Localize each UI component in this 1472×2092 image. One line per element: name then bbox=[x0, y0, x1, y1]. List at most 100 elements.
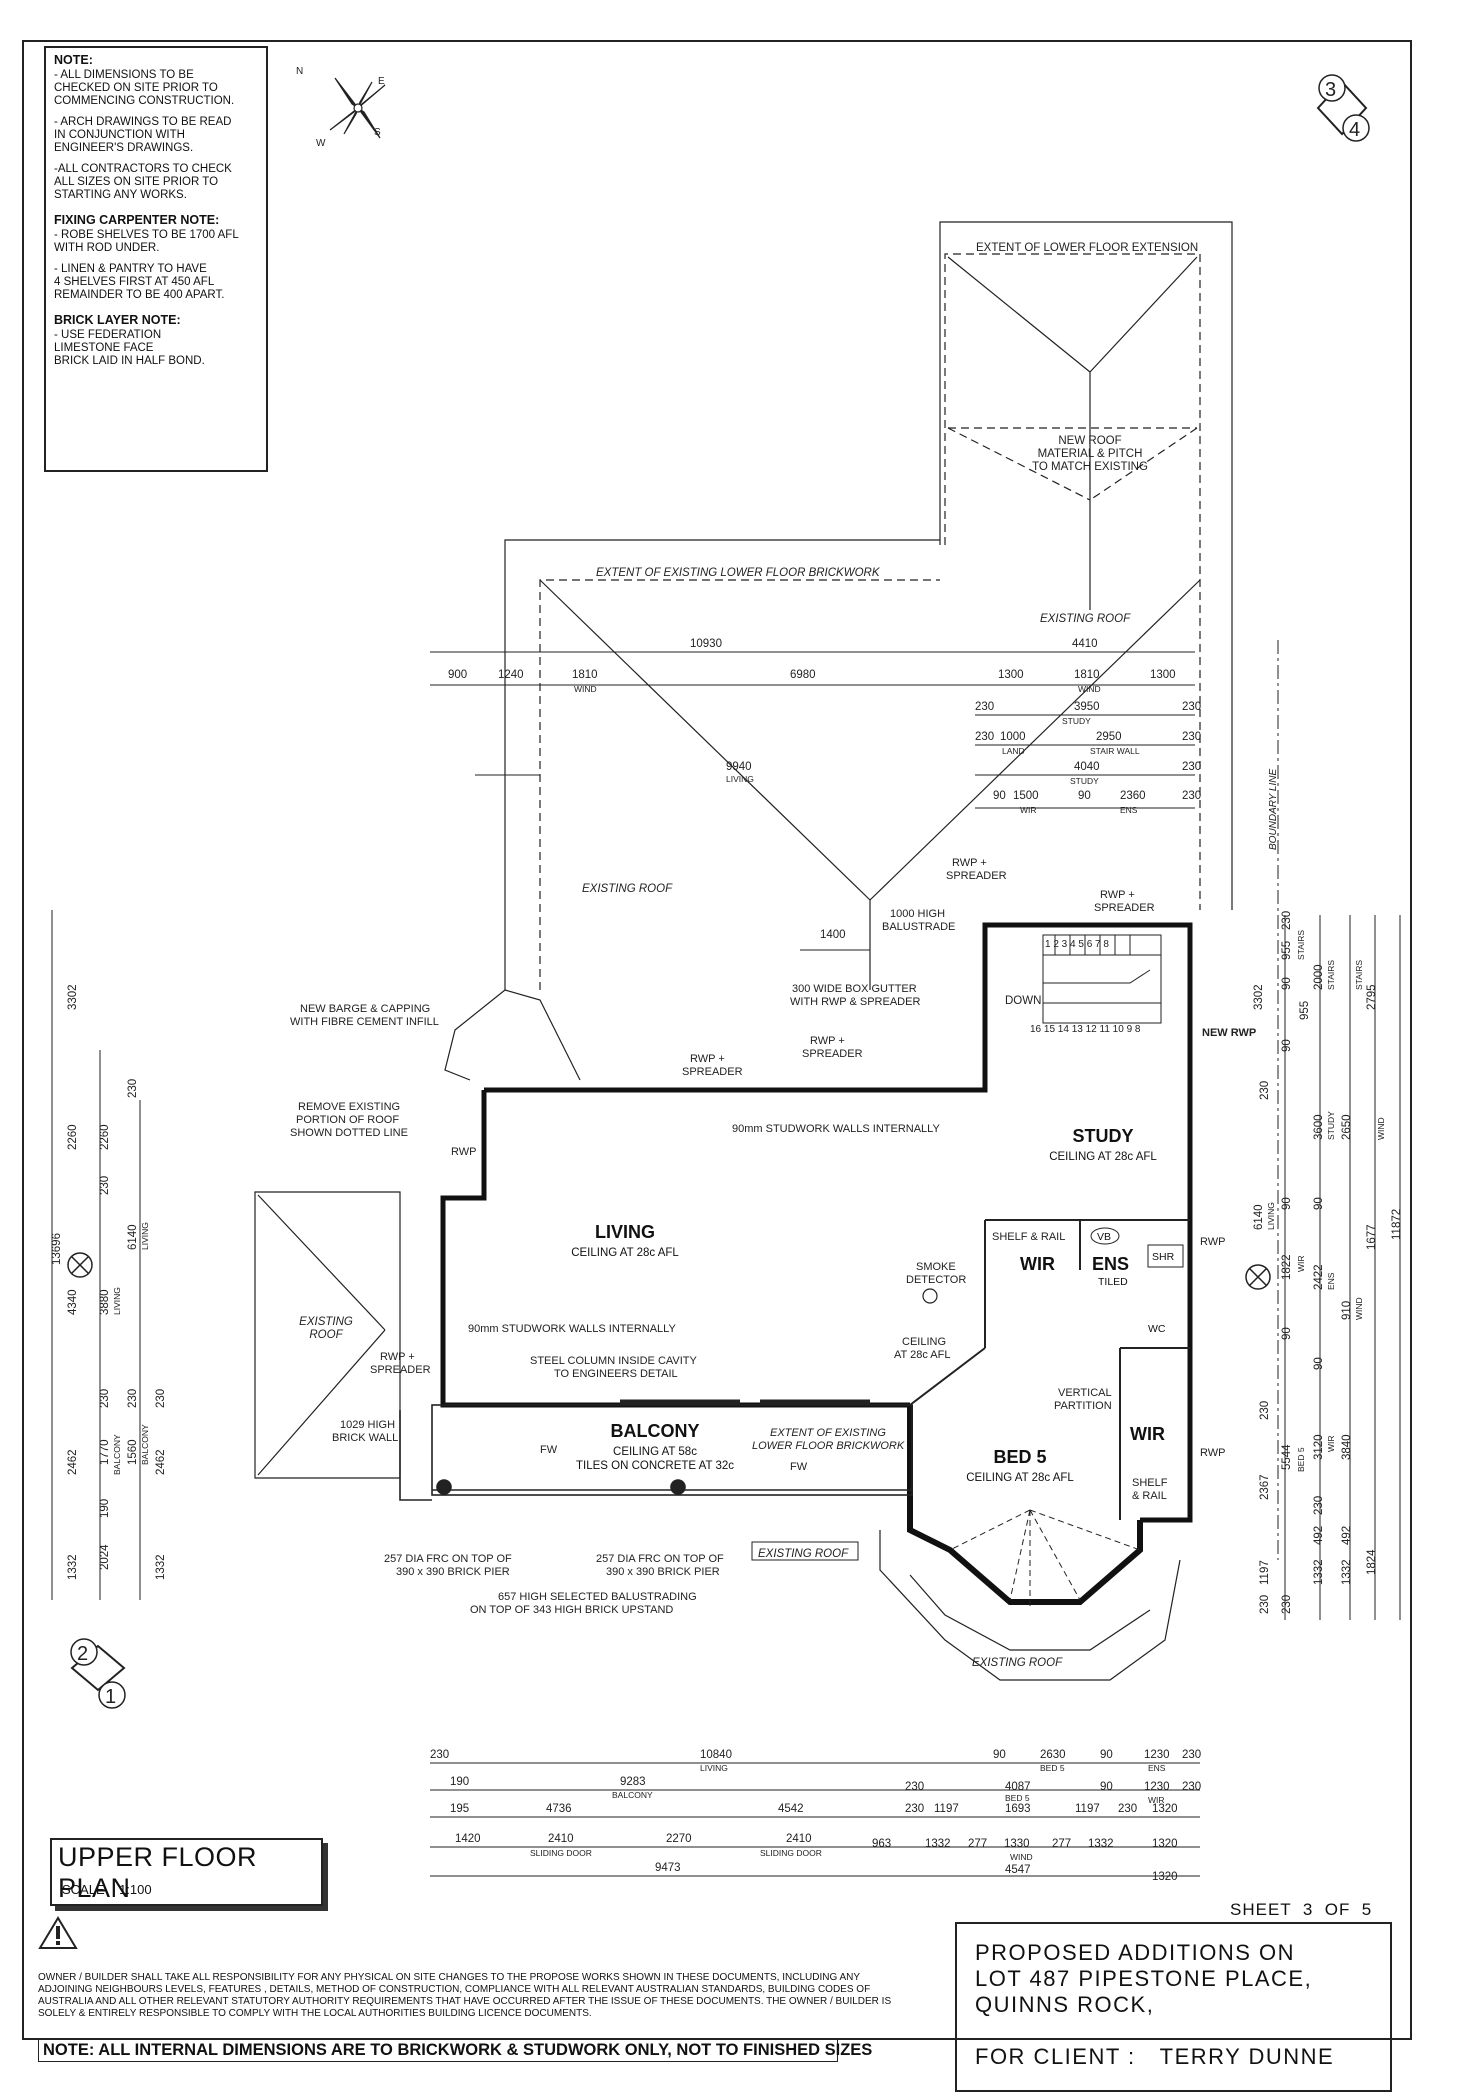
dim-1400: 1400 bbox=[820, 929, 846, 941]
diml-4340: 4340 bbox=[67, 1289, 79, 1315]
drawing-sheet-border bbox=[22, 40, 1412, 2040]
carpenter-item-1: - ROBE SHELVES TO BE 1700 AFL WITH ROD U… bbox=[54, 229, 239, 254]
dim-1000: 1000 bbox=[1000, 731, 1026, 743]
stairs bbox=[1042, 934, 1162, 1024]
dimb-ens: ENS bbox=[1148, 1763, 1166, 1773]
dimb-4736: 4736 bbox=[546, 1803, 572, 1815]
dim-230-c: 230 bbox=[975, 731, 994, 743]
studwork-label-2: 90mm STUDWORK WALLS INTERNALLY bbox=[468, 1323, 676, 1335]
bay-existing-roof bbox=[879, 1530, 1181, 1681]
dimr-230-e: 230 bbox=[1259, 1595, 1271, 1614]
dimb-9283: 9283 bbox=[620, 1776, 646, 1788]
client-name: TERRY DUNNE bbox=[1159, 2044, 1335, 2069]
dim-1300: 1300 bbox=[998, 669, 1024, 681]
dimb-10840: 10840 bbox=[700, 1749, 732, 1761]
diml-2024: 2024 bbox=[99, 1544, 111, 1570]
dimr-230: 230 bbox=[1281, 911, 1293, 930]
diml-190: 190 bbox=[99, 1499, 111, 1518]
room-wir-2: WIR bbox=[1130, 1424, 1165, 1444]
dimension-text-top: 10930 4410 900 1240 1810 6980 1300 1810 … bbox=[448, 638, 1201, 941]
dimr-492: 492 bbox=[1313, 1526, 1325, 1545]
note-item-2: - ARCH DRAWINGS TO BE READ IN CONJUNCTIO… bbox=[54, 116, 232, 154]
dimb-4542: 4542 bbox=[778, 1803, 804, 1815]
dim-land: LAND bbox=[1002, 746, 1025, 756]
room-ens: ENS bbox=[1092, 1254, 1129, 1274]
dimr-1677: 1677 bbox=[1366, 1224, 1378, 1250]
dimr-1332: 1332 bbox=[1313, 1559, 1325, 1585]
rwp-spreader-label-2: RWP +SPREADER bbox=[1094, 889, 1155, 914]
project-info-box: PROPOSED ADDITIONS ON LOT 487 PIPESTONE … bbox=[955, 1922, 1392, 2092]
section-x-marker-right bbox=[1245, 1264, 1271, 1290]
dimr-90-d: 90 bbox=[1313, 1197, 1325, 1210]
existing-roof-label-mid: EXISTING ROOF bbox=[582, 883, 673, 895]
dimr-1824: 1824 bbox=[1366, 1549, 1378, 1575]
diml-balcony: BALCONY bbox=[112, 1434, 122, 1475]
dimr-stairs: STAIRS bbox=[1296, 930, 1306, 960]
dimb-2410: 2410 bbox=[548, 1833, 574, 1845]
dimr-1822: 1822 bbox=[1281, 1254, 1293, 1280]
dim-230-f: 230 bbox=[1182, 790, 1201, 802]
marker-3: 3 bbox=[1325, 79, 1336, 101]
rwp-label-2: RWP bbox=[1200, 1236, 1225, 1248]
dimr-wir-b: WIR bbox=[1326, 1435, 1336, 1452]
dimr-3120: 3120 bbox=[1313, 1434, 1325, 1460]
client-label: FOR CLIENT : bbox=[975, 2044, 1136, 2069]
marker-2: 2 bbox=[77, 1643, 88, 1665]
dim-90-b: 90 bbox=[1078, 790, 1091, 802]
drawing-title-box: UPPER FLOOR PLAN SCALE 1:100 bbox=[50, 1838, 323, 1906]
diml-2462: 2462 bbox=[67, 1449, 79, 1475]
dimb-2270: 2270 bbox=[666, 1833, 692, 1845]
dimension-text-bottom: 230 10840 LIVING 90 2630 90 1230 230 BED… bbox=[430, 1749, 1201, 1883]
drawing-title: UPPER FLOOR PLAN bbox=[58, 1842, 258, 1903]
dim-wind-2: WIND bbox=[1078, 684, 1101, 694]
diml-2260-b: 2260 bbox=[99, 1124, 111, 1150]
diml-1770: 1770 bbox=[99, 1439, 111, 1465]
dim-9940: 9940 bbox=[726, 761, 752, 773]
dim-1300-b: 1300 bbox=[1150, 669, 1176, 681]
diml-1332: 1332 bbox=[67, 1554, 79, 1580]
dimb-230-f: 230 bbox=[1118, 1803, 1137, 1815]
rwp-spreader-label-1: RWP +SPREADER bbox=[946, 857, 1007, 882]
dim-2950: 2950 bbox=[1096, 731, 1122, 743]
dim-living: LIVING bbox=[726, 774, 754, 784]
dimb-230-e: 230 bbox=[905, 1803, 924, 1815]
dimb-balcony: BALCONY bbox=[612, 1790, 653, 1800]
dim-6980: 6980 bbox=[790, 669, 816, 681]
existing-roof-label-bay: EXISTING ROOF bbox=[972, 1657, 1063, 1669]
compass-s: S bbox=[374, 127, 381, 138]
studwork-label-1: 90mm STUDWORK WALLS INTERNALLY bbox=[732, 1123, 940, 1135]
dim-stair-wall: STAIR WALL bbox=[1090, 746, 1140, 756]
dim-230-e: 230 bbox=[1182, 761, 1201, 773]
fixture-shr: SHR bbox=[1152, 1251, 1175, 1263]
dim-230-a: 230 bbox=[975, 701, 994, 713]
dimr-bed5: BED 5 bbox=[1296, 1447, 1306, 1472]
rwp-label-1: RWP bbox=[451, 1146, 476, 1158]
dimb-1230-b: 1230 bbox=[1144, 1781, 1170, 1793]
dim-1240: 1240 bbox=[498, 669, 524, 681]
dimr-955: 955 bbox=[1281, 941, 1293, 960]
dim-1500: 1500 bbox=[1013, 790, 1039, 802]
dimb-1332: 1332 bbox=[925, 1838, 951, 1850]
dimb-sliding-1: SLIDING DOOR bbox=[530, 1848, 592, 1858]
extent-lower-extension-label: EXTENT OF LOWER FLOOR EXTENSION bbox=[976, 242, 1198, 254]
dimr-230-f: 230 bbox=[1281, 1595, 1293, 1614]
dimension-lines-right bbox=[1284, 915, 1401, 1620]
dimb-sliding-2: SLIDING DOOR bbox=[760, 1848, 822, 1858]
rwp-spreader-label-3: RWP +SPREADER bbox=[682, 1053, 743, 1078]
room-bed5-ceiling: CEILING AT 28c AFL bbox=[966, 1472, 1074, 1484]
dimb-2630: 2630 bbox=[1040, 1749, 1066, 1761]
dimb-wind: WIND bbox=[1010, 1852, 1033, 1862]
disclaimer-text: OWNER / BUILDER SHALL TAKE ALL RESPONSIB… bbox=[38, 1972, 892, 2019]
dim-3950: 3950 bbox=[1074, 701, 1100, 713]
dimb-bed5-b: BED 5 bbox=[1005, 1793, 1030, 1803]
fixture-vb: VB bbox=[1097, 1231, 1111, 1243]
diml-230-b: 230 bbox=[99, 1176, 111, 1195]
note-item-3: -ALL CONTRACTORS TO CHECK ALL SIZES ON S… bbox=[54, 163, 232, 201]
diml-living: LIVING bbox=[140, 1222, 150, 1250]
